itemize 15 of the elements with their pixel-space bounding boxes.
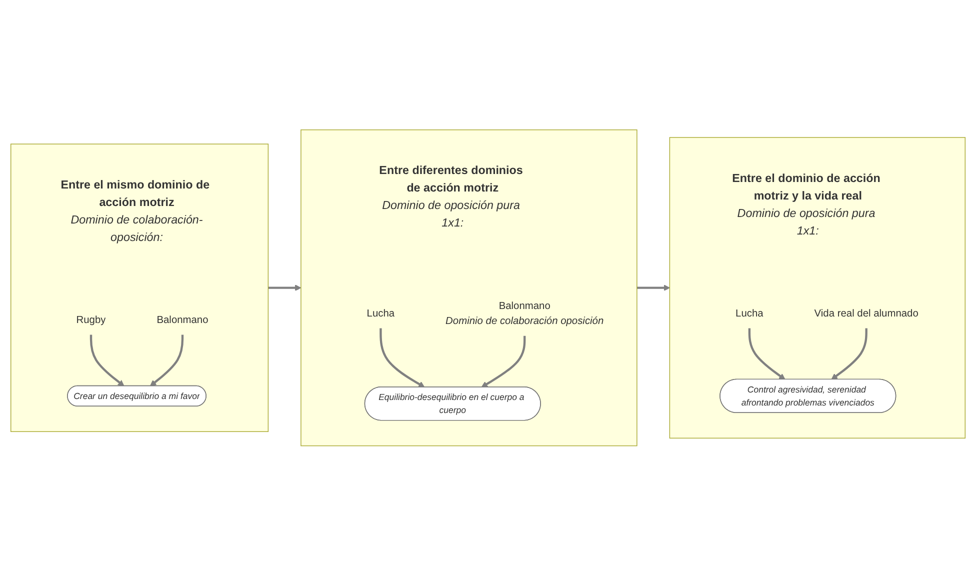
node-label: Dominio de colaboración oposición	[446, 314, 604, 327]
arrow	[380, 328, 425, 388]
node-text: Lucha	[736, 307, 764, 319]
arrow	[90, 334, 124, 387]
arrow	[481, 336, 526, 388]
node-text: Balonmano	[156, 314, 208, 326]
arrow	[150, 334, 184, 387]
node-text: Rugby	[76, 314, 106, 326]
node-text: Vida real del alumnado	[814, 307, 918, 319]
node-text: Balonmano	[498, 300, 550, 312]
arrow	[831, 328, 868, 380]
arrow	[748, 328, 786, 380]
node-text: Lucha	[366, 307, 395, 319]
arrow	[636, 284, 670, 292]
arrow	[268, 284, 302, 292]
